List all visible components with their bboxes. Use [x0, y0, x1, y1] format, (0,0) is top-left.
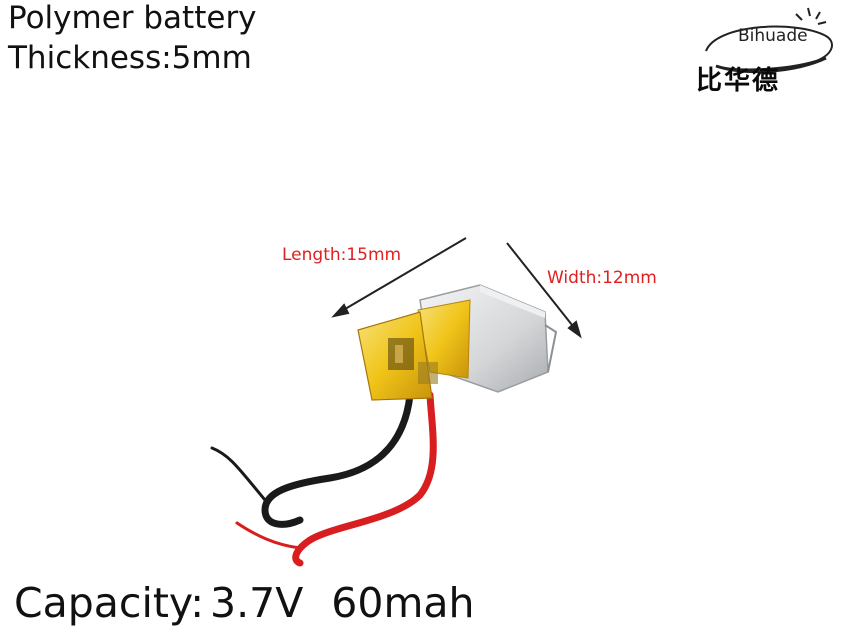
- width-label: Width:12mm: [547, 268, 657, 288]
- capacity-line: Capacity:3.7V 60mah: [14, 578, 475, 628]
- brand-name-cn: 比华德: [696, 66, 781, 96]
- product-title: Polymer battery: [8, 0, 257, 36]
- length-arrow: [331, 237, 467, 318]
- capacity-label: Capacity:: [14, 579, 205, 627]
- mah-value: 60mah: [331, 579, 475, 627]
- swoosh-icon: [705, 25, 833, 71]
- length-label: Length:15mm: [282, 245, 402, 265]
- brand-name-en: Bihuade: [738, 26, 808, 46]
- brand-logo: Bihuade 比华德: [676, 6, 844, 102]
- voltage-value: 3.7V: [210, 579, 304, 627]
- battery-cell: [357, 284, 558, 401]
- width-arrow: [506, 242, 582, 339]
- thickness-label: Thickness:5mm: [8, 40, 252, 76]
- spark-icon: [795, 7, 827, 25]
- battery-wires: [210, 391, 437, 567]
